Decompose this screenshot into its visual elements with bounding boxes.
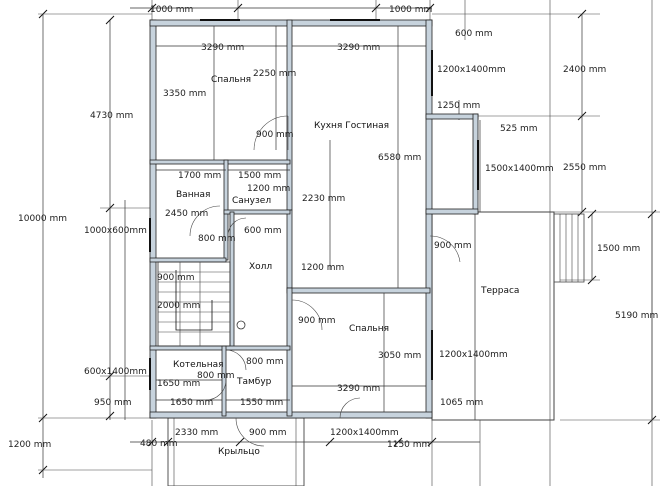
dim-5190: 5190 mm [615, 311, 658, 321]
dim-1500: 1500 mm [597, 244, 640, 254]
dim-door-900-a: 900 mm [256, 130, 294, 140]
dim-top-right: 1000 mm [389, 5, 432, 15]
dim-boiler-1650-b: 1650 mm [170, 398, 213, 408]
windows [149, 19, 479, 390]
dim-525: 525 mm [500, 124, 538, 134]
dim-2230: 2230 mm [302, 194, 345, 204]
dim-bed2-height: 3050 mm [378, 351, 421, 361]
dim-bath-height: 2450 mm [165, 209, 208, 219]
dim-4730: 4730 mm [90, 111, 133, 121]
dim-boiler-800: 800 mm [197, 371, 235, 381]
dim-bed-height: 3350 mm [163, 89, 206, 99]
dim-vest-800: 800 mm [246, 357, 284, 367]
dim-window-1500: 1500x1400mm [485, 164, 554, 174]
dim-2250: 2250 mm [253, 69, 296, 79]
dim-door-900-b: 900 mm [434, 241, 472, 251]
dim-stair-2000: 2000 mm [157, 301, 200, 311]
dim-600: 600 mm [455, 29, 493, 39]
dim-window-600: 600x1400mm [84, 367, 147, 377]
interior-dimension-lines [156, 26, 426, 412]
label-vestibule: Тамбур [236, 377, 272, 387]
dim-kitchen-width: 3290 mm [337, 43, 380, 53]
label-wc: Санузел [232, 196, 271, 206]
label-bathroom: Ванная [176, 190, 210, 200]
staircase [157, 261, 246, 347]
walls [149, 19, 479, 419]
dim-600-door: 600 mm [244, 226, 282, 236]
dim-bed2-width: 3290 mm [337, 384, 380, 394]
label-terrace: Терраса [480, 286, 519, 296]
dim-window-b: 1200x1400mm [439, 350, 508, 360]
dim-window-c: 1200x1400mm [330, 428, 399, 438]
door-swings [189, 115, 461, 447]
dim-2550: 2550 mm [563, 163, 606, 173]
dim-950: 950 mm [94, 398, 132, 408]
label-boiler: Котельная [173, 360, 224, 370]
label-bedroom-top: Спальня [211, 75, 251, 85]
dim-door-900-d: 900 mm [249, 428, 287, 438]
dim-1200: 1200 mm [301, 263, 344, 273]
dim-door-800-a: 800 mm [198, 234, 236, 244]
dim-bed-width: 3290 mm [201, 43, 244, 53]
dim-window-a: 1200x1400mm [437, 65, 506, 75]
dim-wc-width: 1500 mm [238, 171, 281, 181]
dim-door-900-c: 900 mm [298, 316, 336, 326]
dim-porch-480: 480 mm [140, 439, 178, 449]
dim-vest-1550: 1550 mm [240, 398, 283, 408]
dim-1250: 1250 mm [437, 101, 480, 111]
label-bedroom-bottom: Спальня [349, 324, 389, 334]
dim-1150: 1150 mm [387, 440, 430, 450]
dimension-texts: 1000 mm 1000 mm 3290 mm 3290 mm 600 mm 1… [8, 5, 658, 450]
label-hall: Холл [249, 262, 272, 272]
label-kitchen: Кухня Гостиная [314, 121, 389, 131]
dim-wc-height: 1200 mm [247, 184, 290, 194]
dim-1065: 1065 mm [440, 398, 483, 408]
dim-stair-900: 900 mm [157, 273, 195, 283]
dim-porch-2330: 2330 mm [175, 428, 218, 438]
dim-window-1000: 1000x600mm [84, 226, 147, 236]
dim-bath-width: 1700 mm [178, 171, 221, 181]
dim-top-left: 1000 mm [150, 5, 193, 15]
dim-1200-left: 1200 mm [8, 440, 51, 450]
label-porch: Крыльцо [218, 447, 260, 457]
dim-10000: 10000 mm [18, 214, 67, 224]
dim-boiler-1650: 1650 mm [157, 379, 200, 389]
dim-2400: 2400 mm [563, 65, 606, 75]
dimension-lines [38, 0, 660, 486]
room-labels: Спальня Кухня Гостиная Ванная Санузел Хо… [173, 75, 519, 457]
dim-kitchen-height: 6580 mm [378, 153, 421, 163]
